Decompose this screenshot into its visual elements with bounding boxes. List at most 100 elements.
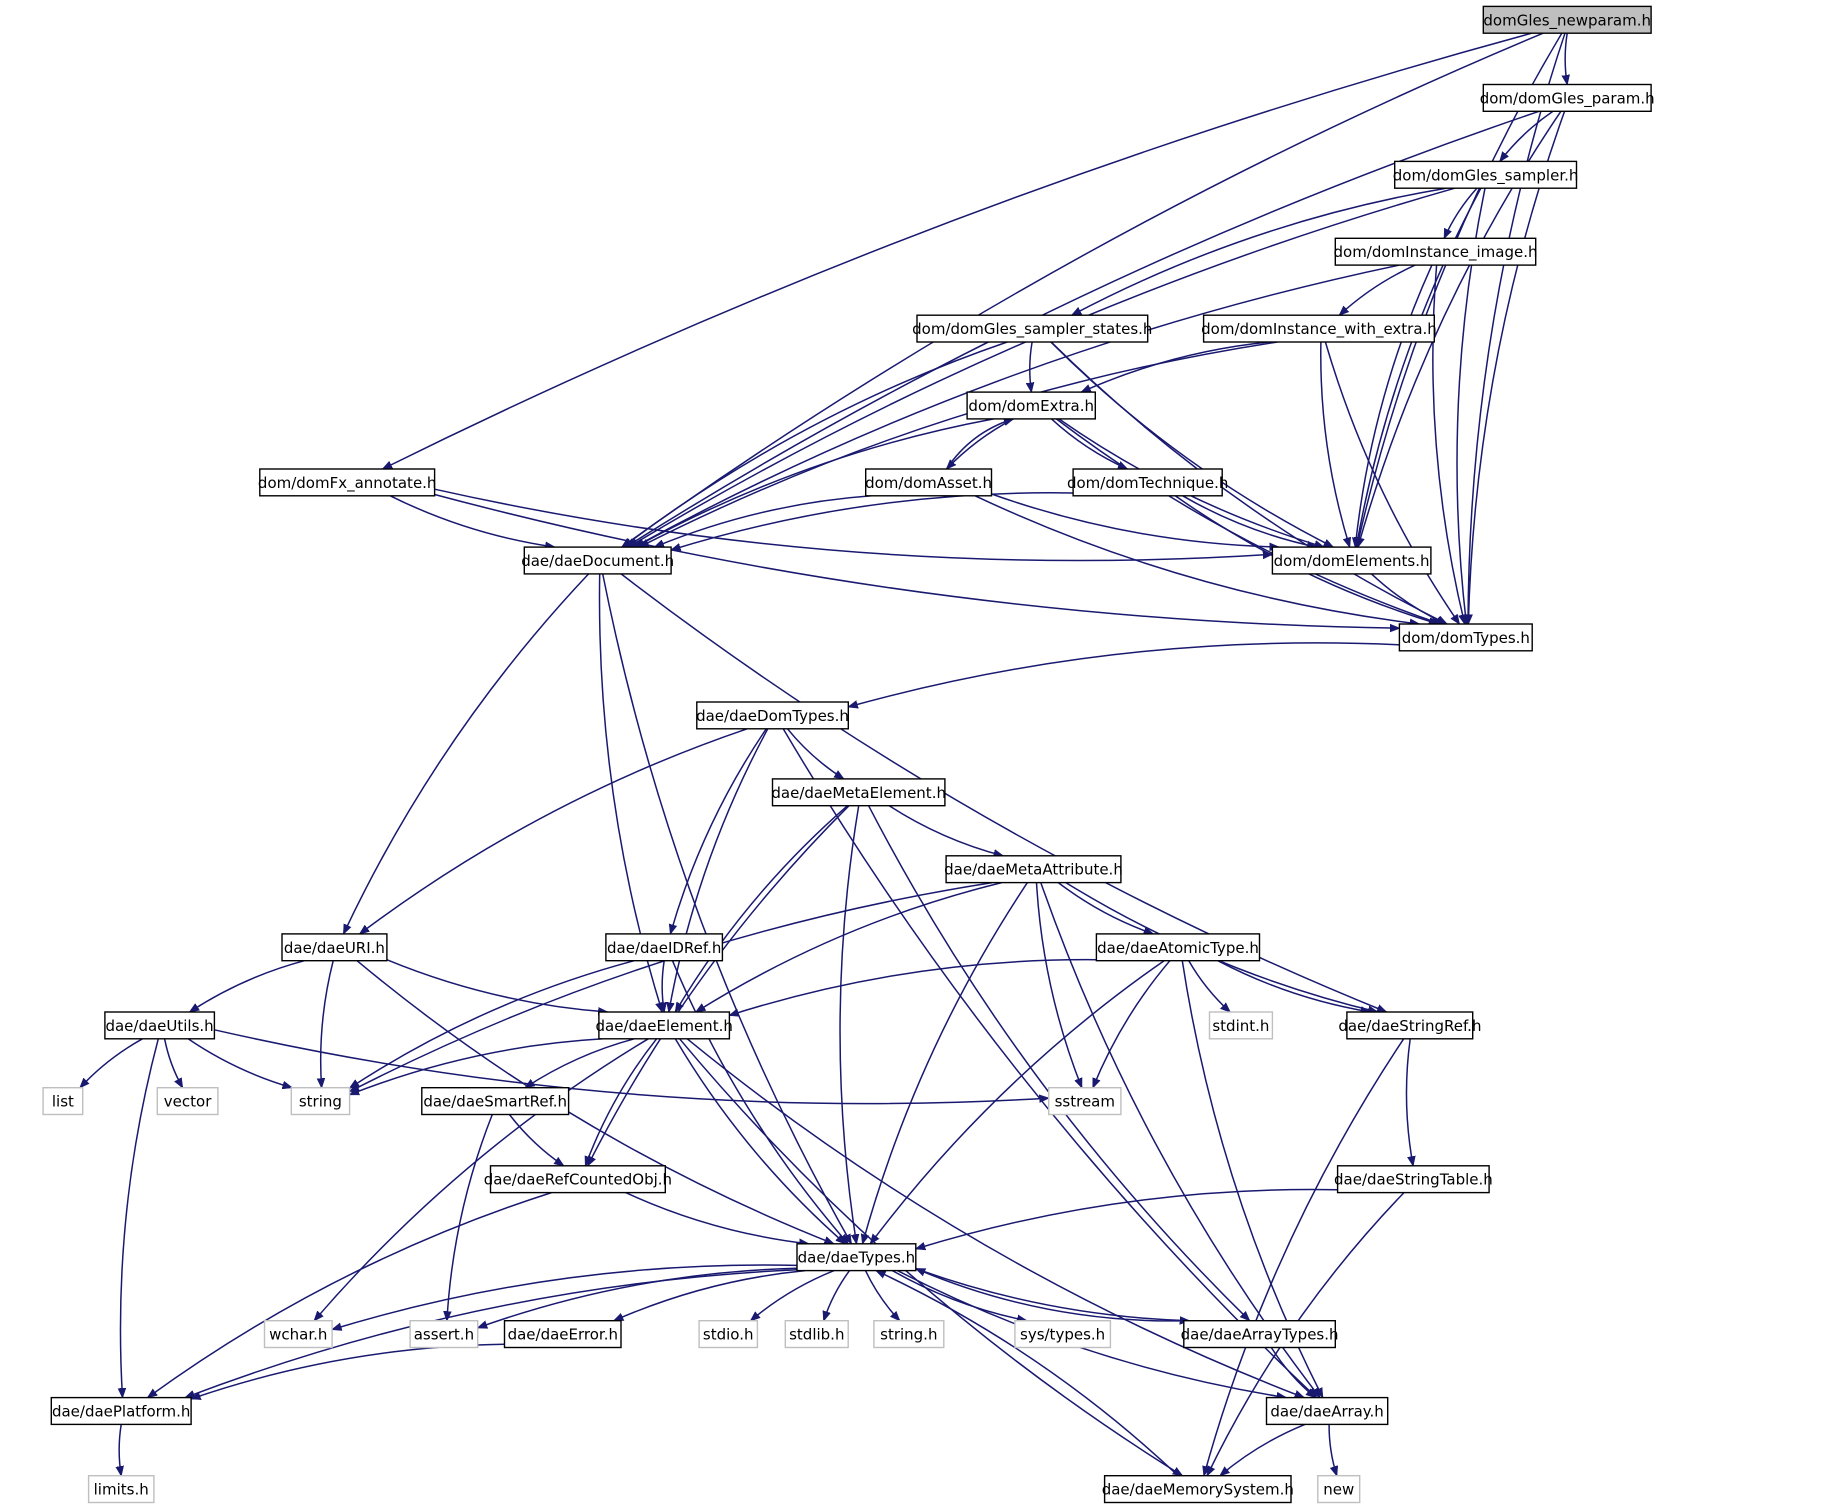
node-label: list <box>52 1093 74 1111</box>
edge-n0-to-n10 <box>622 32 1544 547</box>
edge-n22-to-n42 <box>1204 1038 1405 1476</box>
node-n36: string.h <box>873 1319 945 1349</box>
node-n19[interactable]: dae/daeUtils.h <box>104 1011 216 1040</box>
edge-line <box>508 1114 563 1166</box>
node-label: dom/domGles_sampler.h <box>1393 166 1579 185</box>
node-box <box>1095 933 1261 962</box>
node-label: limits.h <box>94 1481 149 1499</box>
node-n6[interactable]: dom/domExtra.h <box>966 391 1096 420</box>
node-box <box>916 314 1149 343</box>
edge-n20-to-n30 <box>674 1038 845 1244</box>
node-n9[interactable]: dom/domFx_annotate.h <box>258 468 437 497</box>
edge-line <box>674 805 848 1012</box>
node-n20[interactable]: dae/daeElement.h <box>596 1011 733 1040</box>
edge-n26-to-n28 <box>508 1114 563 1166</box>
node-n10[interactable]: dae/daeDocument.h <box>521 546 674 575</box>
node-n29[interactable]: dae/daeStringTable.h <box>1334 1165 1493 1194</box>
node-label: dom/domExtra.h <box>968 397 1094 415</box>
node-n40[interactable]: dae/daeArray.h <box>1265 1396 1389 1426</box>
edge-n30-to-n40 <box>897 1269 1286 1398</box>
node-n16[interactable]: dae/daeURI.h <box>281 933 388 962</box>
node-n28[interactable]: dae/daeRefCountedObj.h <box>484 1165 672 1194</box>
node-n37: sys/types.h <box>1014 1319 1112 1349</box>
edge-line <box>1500 110 1554 161</box>
node-n38[interactable]: dae/daeArrayTypes.h <box>1181 1319 1339 1349</box>
node-n14[interactable]: dae/daeMetaElement.h <box>771 778 946 807</box>
edge-line <box>729 958 1097 1016</box>
edge-n15-to-n18 <box>1057 882 1153 934</box>
node-label: dom/domInstance_with_extra.h <box>1201 320 1437 339</box>
node-n12[interactable]: dom/domTypes.h <box>1398 623 1533 652</box>
edge-line <box>1050 418 1128 470</box>
edge-line <box>870 960 1165 1244</box>
node-label: dae/daeIDRef.h <box>607 939 721 957</box>
edge-line <box>782 728 1316 1398</box>
node-n15[interactable]: dae/daeMetaAttribute.h <box>944 855 1123 884</box>
node-n30[interactable]: dae/daeTypes.h <box>796 1243 917 1272</box>
node-n11[interactable]: dom/domElements.h <box>1271 546 1432 575</box>
edge-n13-to-n40 <box>782 728 1316 1398</box>
edge-line <box>824 1270 851 1321</box>
node-n17[interactable]: dae/daeIDRef.h <box>605 933 724 962</box>
edge-line <box>1405 1038 1413 1166</box>
edge-n29-to-n30 <box>916 1188 1338 1249</box>
edge-line <box>1324 341 1459 624</box>
node-box <box>263 1319 333 1349</box>
edge-n19-to-n23 <box>80 1038 143 1088</box>
edge-n38-to-n30 <box>916 1267 1190 1322</box>
edge-n4-to-n10 <box>623 341 1008 547</box>
edge-line <box>187 1038 292 1088</box>
edge-line <box>434 488 1273 562</box>
edge-n30-to-n37 <box>891 1269 1026 1321</box>
edge-n5-to-n10 <box>639 341 1278 548</box>
node-n25: string <box>290 1086 351 1116</box>
edge-n16-to-n20 <box>386 959 608 1012</box>
node-n33[interactable]: dae/daeError.h <box>503 1319 622 1349</box>
node-n39[interactable]: dae/daePlatform.h <box>50 1396 192 1426</box>
node-label: dae/daeError.h <box>508 1326 618 1344</box>
node-label: dom/domAsset.h <box>865 474 992 492</box>
node-n7[interactable]: dom/domAsset.h <box>865 468 993 497</box>
edge-line <box>585 1038 658 1166</box>
edge-line <box>751 1269 835 1321</box>
edge-line <box>389 495 555 547</box>
node-n42[interactable]: dae/daeMemorySystem.h <box>1102 1474 1294 1504</box>
node-n13[interactable]: dae/daeDomTypes.h <box>696 701 849 730</box>
edge-line <box>786 728 844 780</box>
node-n8[interactable]: dom/domTechnique.h <box>1067 468 1228 497</box>
node-n3[interactable]: dom/domInstance_image.h <box>1334 237 1538 266</box>
edge-n9-to-n12 <box>434 493 1400 629</box>
edge-line <box>1270 1347 1315 1398</box>
node-n1[interactable]: dom/domGles_param.h <box>1480 83 1655 112</box>
edge-n15-to-n30 <box>863 882 1029 1244</box>
edge-n30-to-n38 <box>915 1267 1190 1321</box>
edge-n8-to-n11 <box>1182 495 1317 547</box>
edge-line <box>669 728 769 1012</box>
edge-line <box>1328 1424 1337 1475</box>
edge-line <box>1204 1038 1405 1476</box>
node-n4[interactable]: dom/domGles_sampler_states.h <box>912 314 1152 343</box>
edge-line <box>80 1038 143 1088</box>
edge-n13-to-n16 <box>360 728 748 934</box>
node-box <box>50 1396 192 1426</box>
node-label: dom/domInstance_image.h <box>1334 243 1538 262</box>
edge-n17-to-n20 <box>662 960 664 1012</box>
node-n5[interactable]: dom/domInstance_with_extra.h <box>1201 314 1437 343</box>
node-n2[interactable]: dom/domGles_sampler.h <box>1393 160 1579 189</box>
node-label: string.h <box>880 1326 937 1344</box>
node-n18[interactable]: dae/daeAtomicType.h <box>1095 933 1261 962</box>
node-label: dae/daeMemorySystem.h <box>1102 1481 1294 1499</box>
edge-n16-to-n30 <box>356 960 834 1245</box>
edge-line <box>848 642 1400 707</box>
edge-line <box>1565 33 1567 84</box>
edge-n15-to-n27 <box>1035 882 1083 1088</box>
edge-line <box>350 959 635 1088</box>
node-box <box>281 933 388 962</box>
edge-n14-to-n15 <box>888 805 1003 856</box>
node-label: dae/daeMetaAttribute.h <box>944 861 1123 879</box>
edge-line <box>867 805 1250 1321</box>
node-label: sys/types.h <box>1020 1326 1105 1344</box>
node-n26[interactable]: dae/daeSmartRef.h <box>421 1086 570 1116</box>
node-n22[interactable]: dae/daeStringRef.h <box>1338 1011 1481 1040</box>
edge-line <box>991 493 1279 547</box>
